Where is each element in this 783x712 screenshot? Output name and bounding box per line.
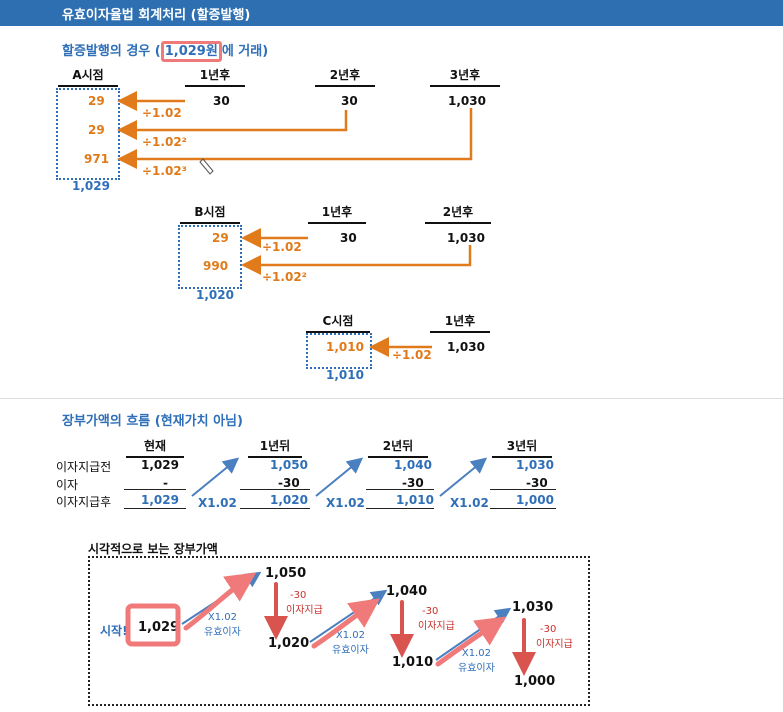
growth-arrows — [191, 457, 488, 497]
col-0-after: 1,029 — [141, 493, 179, 507]
table-b-pv-0: 29 — [212, 231, 229, 245]
start-label: 시작! — [100, 624, 128, 638]
col-3-header: 3년뒤 — [492, 437, 552, 458]
col-2-line-1 — [366, 489, 434, 490]
col-3-before: 1,030 — [516, 458, 554, 472]
table-a-pv-0: 29 — [88, 94, 105, 108]
peak-2: 1,040 — [386, 584, 428, 599]
table-b-header-1: 1년후 — [308, 203, 366, 224]
section-divider — [0, 398, 783, 399]
multiplier-label-1: X1.02 — [198, 496, 237, 510]
table-a-header-1: 1년후 — [185, 66, 245, 87]
table-a-cf-1: 30 — [341, 94, 358, 108]
table-b-cf-0: 30 — [340, 231, 357, 245]
table-a-header-0: A시점 — [58, 66, 118, 87]
col-0-interest: - — [163, 476, 168, 490]
col-0-header: 현재 — [126, 437, 184, 458]
table-a-header-2: 2년후 — [315, 66, 375, 87]
section2-title: 장부가액의 흐름 (현재가치 아님) — [62, 414, 243, 429]
section3-title: 시각적으로 보는 장부가액 — [88, 542, 218, 556]
col-2-line-2 — [366, 508, 434, 509]
col-1-before: 1,050 — [270, 458, 308, 472]
row-label-interest: 이자 — [56, 478, 79, 492]
multiplier-label-2: X1.02 — [326, 496, 365, 510]
table-c-cf-0: 1,030 — [447, 340, 485, 354]
col-1-after: 1,020 — [270, 493, 308, 507]
col-1-header: 1년뒤 — [248, 437, 302, 458]
multiplier-label-3: X1.02 — [450, 496, 489, 510]
table-c-header-1: 1년후 — [430, 312, 490, 333]
peak-1: 1,050 — [265, 566, 307, 581]
col-0-line-2 — [124, 508, 186, 509]
table-a-factor-0: ÷1.02 — [142, 106, 182, 120]
table-a-cf-0: 30 — [213, 94, 230, 108]
table-c-pv-0: 1,010 — [326, 340, 364, 354]
trough-3: 1,000 — [514, 674, 556, 689]
page-title: 유효이자율법 회계처리 (할증발행) — [62, 8, 251, 23]
row-label-after: 이자지급후 — [56, 495, 112, 509]
table-a-pv-2: 971 — [84, 152, 110, 166]
col-1-line-2 — [240, 508, 310, 509]
col-3-after: 1,000 — [516, 493, 554, 507]
col-0-before: 1,029 — [141, 458, 179, 472]
row-label-before: 이자지급전 — [56, 460, 112, 474]
col-3-line-1 — [490, 489, 556, 490]
visual-arrows — [125, 571, 536, 676]
table-c-header-0: C시점 — [306, 312, 370, 333]
table-b-cf-1: 1,030 — [447, 231, 485, 245]
table-a-pv-1: 29 — [88, 123, 105, 137]
col-2-before: 1,040 — [394, 458, 432, 472]
col-2-interest: -30 — [402, 476, 424, 490]
table-a-cf-2: 1,030 — [448, 94, 486, 108]
table-a-factor-1: ÷1.02² — [142, 135, 187, 149]
table-c-total: 1,010 — [326, 368, 364, 382]
header-bar: 유효이자율법 회계처리 (할증발행) — [0, 0, 783, 26]
table-b-header-2: 2년후 — [425, 203, 491, 224]
table-b-header-0: B시점 — [180, 203, 240, 224]
visual-box — [88, 556, 590, 706]
table-a-factor-2: ÷1.02³ — [142, 164, 187, 178]
table-b-total: 1,020 — [196, 288, 234, 302]
col-2-after: 1,010 — [396, 493, 434, 507]
peak-3: 1,030 — [512, 600, 554, 615]
col-1-interest: -30 — [278, 476, 300, 490]
col-3-interest: -30 — [526, 476, 548, 490]
table-a-header-3: 3년후 — [430, 66, 500, 87]
start-value: 1,029 — [138, 620, 180, 635]
table-b-factor-0: ÷1.02 — [262, 240, 302, 254]
table-a-total: 1,029 — [72, 179, 110, 193]
col-1-line-1 — [240, 489, 310, 490]
table-b-factor-1: ÷1.02² — [262, 270, 307, 284]
col-2-header: 2년뒤 — [368, 437, 428, 458]
price-highlight: 1,029원 — [160, 41, 222, 62]
col-0-line-1 — [124, 489, 186, 490]
trough-2: 1,010 — [392, 655, 434, 670]
col-3-line-2 — [490, 508, 556, 509]
pv-arrows — [117, 91, 473, 357]
table-c-factor-0: ÷1.02 — [392, 348, 432, 362]
table-b-pv-1: 990 — [203, 259, 229, 273]
